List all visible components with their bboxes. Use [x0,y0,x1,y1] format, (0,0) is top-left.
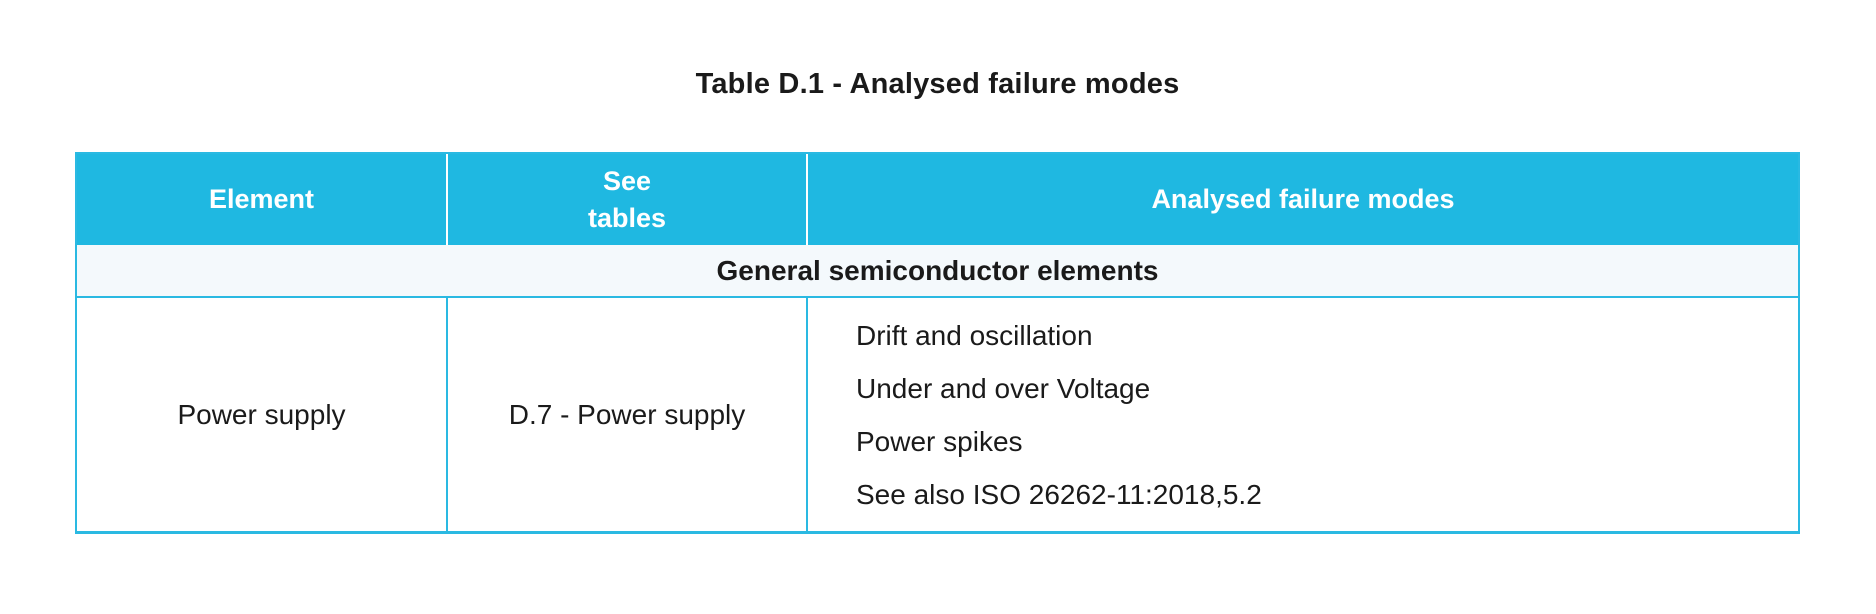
failure-mode-item: Drift and oscillation [856,319,1093,351]
column-header-see-tables: See tables [446,154,806,245]
table-caption: Table D.1 - Analysed failure modes [695,68,1180,100]
table-header-row: Element See tables Analysed failure mode… [77,154,1798,245]
failure-mode-item: Under and over Voltage [856,372,1151,404]
cell-analysed-failure-modes: Drift and oscillation Under and over Vol… [806,298,1798,531]
cell-element: Power supply [177,398,346,430]
section-header-general-semiconductor-elements: General semiconductor elements [77,245,1798,298]
failure-mode-item: See also ISO 26262-11:2018,5.2 [856,478,1262,510]
cell-see-tables: D.7 - Power supply [446,298,806,531]
failure-modes-table: Element See tables Analysed failure mode… [75,152,1800,534]
column-header-element: Element [208,184,315,214]
column-header-analysed-failure-modes: Analysed failure modes [806,154,1798,245]
table-row-power-supply: Power supply D.7 - Power supply Drift an… [77,298,1798,531]
failure-mode-item: Power spikes [856,425,1023,457]
